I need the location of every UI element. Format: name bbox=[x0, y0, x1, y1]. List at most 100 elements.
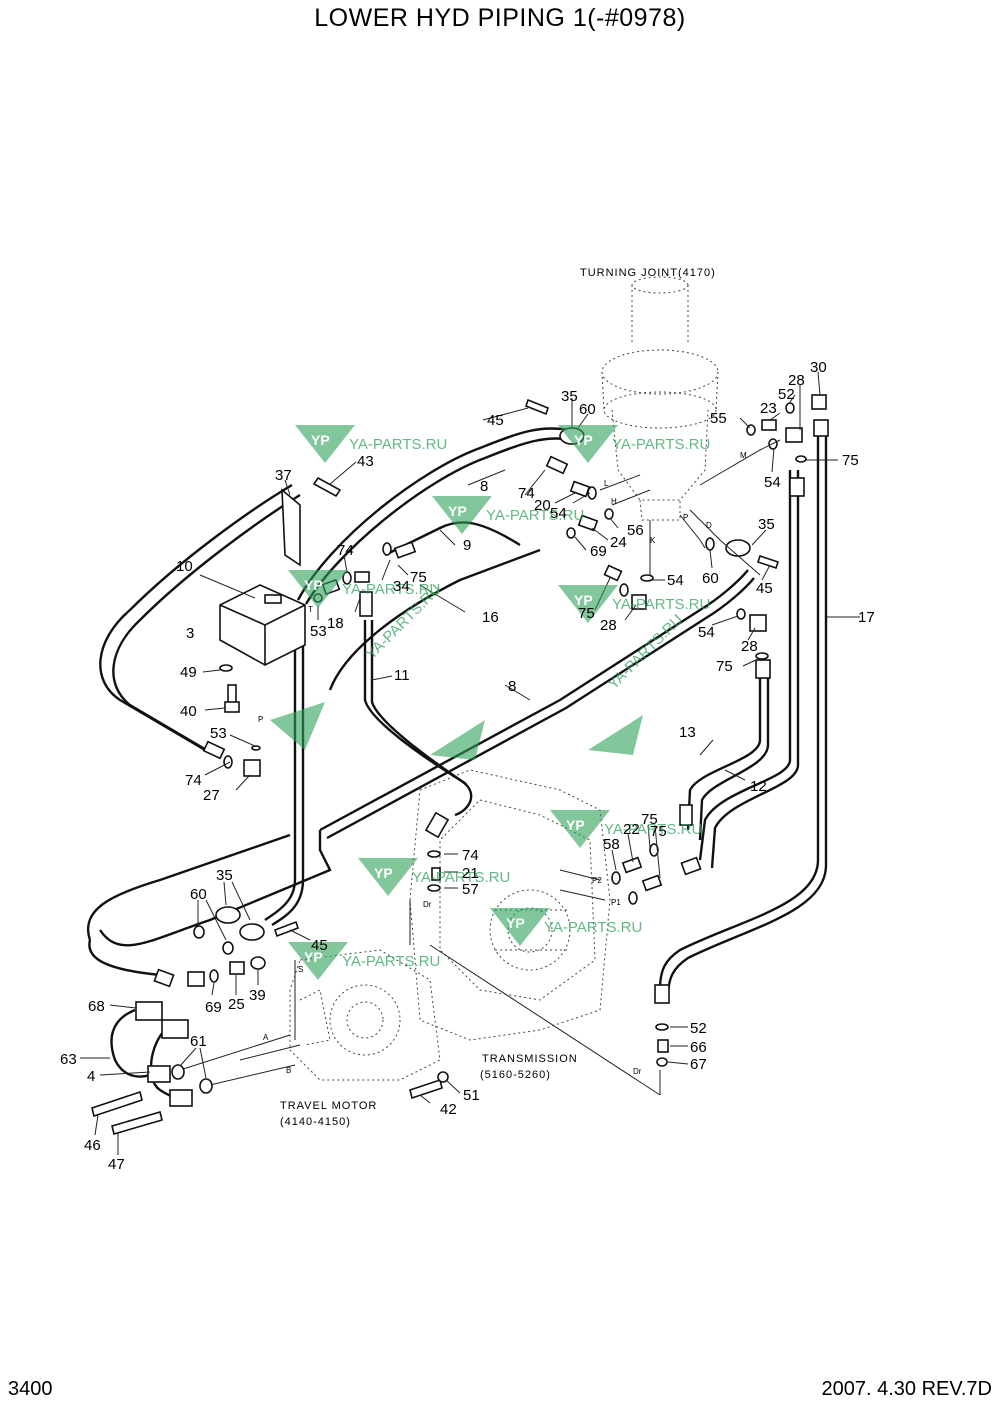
watermark: YP YA-PARTS.RU bbox=[288, 570, 440, 608]
port-letter: A bbox=[263, 1033, 269, 1042]
part-label: 75 bbox=[410, 569, 427, 586]
part-label: 35 bbox=[216, 867, 233, 884]
part-label: 28 bbox=[741, 638, 758, 655]
page-number: 3400 bbox=[8, 1378, 53, 1400]
fittings bbox=[91, 394, 829, 1136]
travel-motor-outline bbox=[289, 949, 441, 1081]
part-label: 12 bbox=[750, 778, 767, 795]
port-letter: P bbox=[258, 715, 263, 724]
part-label: 54 bbox=[667, 572, 684, 589]
page-title: LOWER HYD PIPING 1(-#0978) bbox=[314, 4, 686, 32]
transmission-ref-note: (5160-5260) bbox=[480, 1069, 551, 1081]
part-label: 53 bbox=[210, 725, 227, 742]
watermark: YA-PARTS.RU bbox=[605, 611, 687, 693]
part-label: 35 bbox=[561, 388, 578, 405]
part-label: 74 bbox=[462, 847, 479, 864]
part-label: 69 bbox=[205, 999, 222, 1016]
part-label: 54 bbox=[698, 624, 715, 641]
part-label: 58 bbox=[603, 836, 620, 853]
part-label: 75 bbox=[842, 452, 859, 469]
port-letter: D bbox=[706, 521, 712, 530]
watermark: YP YA-PARTS.RU bbox=[558, 425, 710, 463]
part-label: 74 bbox=[337, 542, 354, 559]
part-label: 51 bbox=[463, 1087, 480, 1104]
part-label: 28 bbox=[600, 617, 617, 634]
travel-motor-note: TRAVEL MOTOR bbox=[280, 1100, 377, 1112]
port-letter: P1 bbox=[611, 898, 621, 907]
part-label: 22 bbox=[623, 821, 640, 838]
port-letter: S bbox=[298, 965, 303, 974]
part-label: 53 bbox=[310, 623, 327, 640]
part-label: 17 bbox=[858, 609, 875, 626]
port-letter: B bbox=[286, 1066, 291, 1075]
svg-text:YP: YP bbox=[304, 577, 323, 593]
part-label: 66 bbox=[690, 1039, 707, 1056]
leader-lines bbox=[80, 371, 860, 1155]
part-label: 43 bbox=[357, 453, 374, 470]
part-label: 75 bbox=[641, 811, 658, 828]
part-label: 63 bbox=[60, 1051, 77, 1068]
part-label: 37 bbox=[275, 467, 292, 484]
part-label: 49 bbox=[180, 664, 197, 681]
part-label: 34 bbox=[393, 578, 410, 595]
svg-text:YP: YP bbox=[304, 949, 323, 965]
part-label: 74 bbox=[185, 772, 202, 789]
part-label: 9 bbox=[463, 537, 471, 554]
svg-text:YP: YP bbox=[374, 865, 393, 881]
svg-text:YP: YP bbox=[574, 432, 593, 448]
watermark: YP YA-PARTS.RU bbox=[288, 942, 440, 980]
port-letters: L H K M P D T P P2 P1 Dr S A B Dr bbox=[258, 451, 747, 1076]
watermark bbox=[430, 720, 485, 760]
part-label: 18 bbox=[327, 615, 344, 632]
part-label: 55 bbox=[710, 410, 727, 427]
port-letter: T bbox=[308, 605, 313, 614]
port-letter: M bbox=[740, 451, 747, 460]
part-label: 68 bbox=[88, 998, 105, 1015]
part-label: 20 bbox=[534, 497, 551, 514]
part-label: 61 bbox=[190, 1033, 207, 1050]
port-letter: Dr bbox=[633, 1067, 642, 1076]
part-label: 54 bbox=[764, 474, 781, 491]
svg-text:YA-PARTS.RU: YA-PARTS.RU bbox=[486, 507, 584, 524]
part-labels: 3 4 8 8 9 10 11 12 13 16 17 18 20 21 22 … bbox=[60, 359, 875, 1173]
part-label: 74 bbox=[518, 485, 535, 502]
watermark: YP YA-PARTS.RU bbox=[432, 496, 584, 534]
part-label: 69 bbox=[590, 543, 607, 560]
watermark: YP YA-PARTS.RU bbox=[558, 585, 710, 623]
part-label: 45 bbox=[756, 580, 773, 597]
part-label: 60 bbox=[702, 570, 719, 587]
port-letter: Dr bbox=[423, 900, 432, 909]
svg-text:YA-PARTS.RU: YA-PARTS.RU bbox=[412, 869, 510, 886]
part-label: 16 bbox=[482, 609, 499, 626]
port-letter: L bbox=[604, 479, 609, 488]
watermark: YP YA-PARTS.RU bbox=[490, 908, 642, 946]
part-label: 3 bbox=[186, 625, 194, 642]
part-label: 23 bbox=[760, 400, 777, 417]
part-label: 75 bbox=[650, 823, 667, 840]
svg-text:YA-PARTS.RU: YA-PARTS.RU bbox=[612, 596, 710, 613]
svg-text:YA-PARTS.RU: YA-PARTS.RU bbox=[612, 436, 710, 453]
transmission-note: TRANSMISSION bbox=[482, 1053, 578, 1065]
watermark: YP YA-PARTS.RU bbox=[295, 425, 447, 463]
svg-text:YP: YP bbox=[566, 817, 585, 833]
part-label: 21 bbox=[462, 865, 479, 882]
part-label: 4 bbox=[87, 1068, 95, 1085]
part-label: 8 bbox=[480, 478, 488, 495]
svg-text:YP: YP bbox=[506, 915, 525, 931]
part-label: 11 bbox=[394, 667, 410, 684]
part-label: 39 bbox=[249, 987, 266, 1004]
watermarks: YP YA-PARTS.RU YP YA-PARTS.RU YP YA-PART… bbox=[270, 425, 710, 980]
part-label: 42 bbox=[440, 1101, 457, 1118]
part-label: 54 bbox=[550, 505, 567, 522]
svg-text:YA-PARTS.RU: YA-PARTS.RU bbox=[342, 581, 440, 598]
part-label: 10 bbox=[176, 558, 193, 575]
part-label: 28 bbox=[788, 372, 805, 389]
part-label: 40 bbox=[180, 703, 197, 720]
part-label: 30 bbox=[810, 359, 827, 376]
part-label: 75 bbox=[716, 658, 733, 675]
watermark: YP YA-PARTS.RU bbox=[550, 810, 702, 848]
turning-joint-note: TURNING JOINT(4170) bbox=[580, 267, 716, 279]
port-letter: H bbox=[611, 497, 617, 506]
part-label: 47 bbox=[108, 1156, 125, 1173]
